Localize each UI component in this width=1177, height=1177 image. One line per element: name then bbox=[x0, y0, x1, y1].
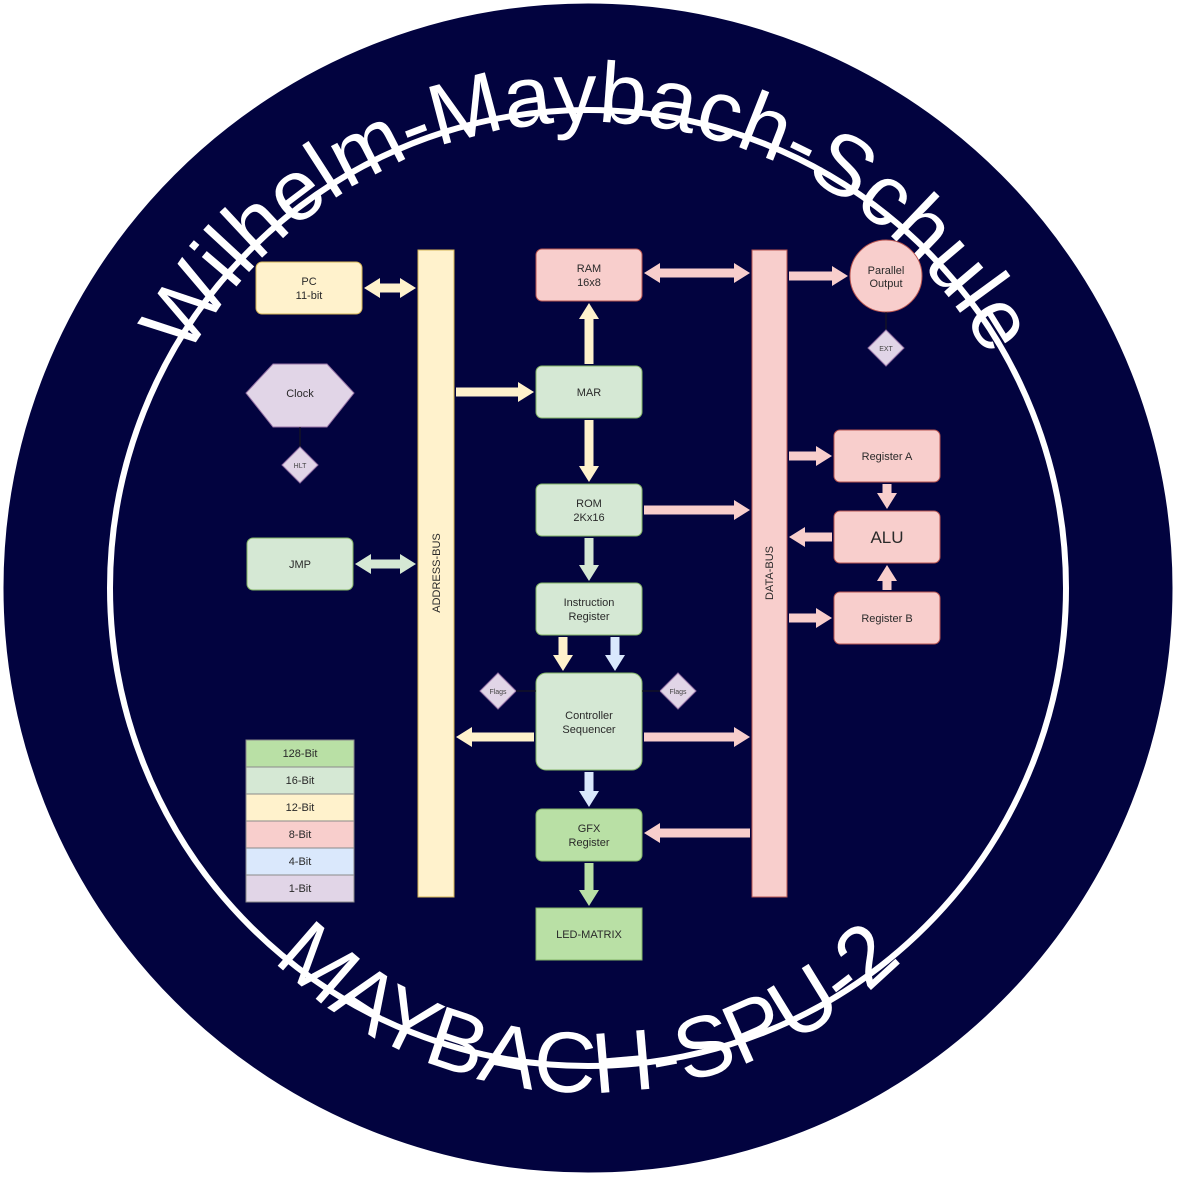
legend-item: 12-Bit bbox=[245, 793, 355, 822]
pc-label: PC bbox=[301, 276, 316, 288]
connection-arrows bbox=[355, 263, 897, 906]
instruction-register-block: Instruction Register bbox=[535, 582, 643, 636]
hlt-signal: HLT bbox=[281, 446, 319, 484]
ram-label: RAM bbox=[577, 263, 601, 275]
legend-item: 1-Bit bbox=[245, 874, 355, 903]
alu-label: ALU bbox=[870, 528, 903, 547]
data-bus-label: DATA-BUS bbox=[764, 546, 776, 600]
legend-label: 8-Bit bbox=[289, 829, 312, 841]
parallel-output-line2: Output bbox=[869, 278, 902, 290]
rom-size-label: 2Kx16 bbox=[573, 512, 604, 524]
rom-label: ROM bbox=[576, 498, 602, 510]
register-a-label: Register A bbox=[862, 451, 913, 463]
legend-item: 128-Bit bbox=[245, 739, 355, 768]
controller-gfx-arrow bbox=[579, 772, 599, 807]
legend-item: 8-Bit bbox=[245, 820, 355, 849]
gfx-led-arrow bbox=[579, 863, 599, 906]
ram-data-bus-arrow bbox=[644, 263, 750, 283]
address-bus-mar-arrow bbox=[456, 382, 534, 402]
data-bus-gfx-arrow bbox=[644, 823, 750, 843]
controller-data-bus-arrow bbox=[644, 727, 750, 747]
legend-item: 4-Bit bbox=[245, 847, 355, 876]
rom-block: ROM 2Kx16 bbox=[535, 483, 643, 537]
flags-left-label: Flags bbox=[489, 689, 507, 696]
bit-width-legend: 128-Bit 16-Bit 12-Bit 8-Bit 4-Bit 1-Bit bbox=[245, 739, 355, 903]
clock-label: Clock bbox=[286, 388, 314, 400]
flags-right-label: Flags bbox=[669, 689, 687, 696]
legend-swatch bbox=[245, 874, 355, 903]
ram-size-label: 16x8 bbox=[577, 277, 601, 289]
jmp-label: JMP bbox=[289, 559, 311, 571]
address-bus: ADDRESS-BUS bbox=[417, 249, 455, 898]
legend-label: 12-Bit bbox=[286, 802, 315, 814]
ram-block: RAM 16x8 bbox=[535, 248, 643, 302]
legend-swatch bbox=[245, 793, 355, 822]
legend-label: 1-Bit bbox=[289, 883, 312, 895]
hlt-label: HLT bbox=[294, 463, 307, 470]
register-b-alu-arrow bbox=[877, 565, 897, 590]
legend-swatch bbox=[245, 847, 355, 876]
controller-address-bus-arrow bbox=[456, 727, 534, 747]
led-matrix-label: LED-MATRIX bbox=[556, 929, 622, 941]
mar-block: MAR bbox=[535, 365, 643, 419]
legend-label: 4-Bit bbox=[289, 856, 312, 868]
register-a-block: Register A bbox=[833, 429, 941, 483]
rom-data-bus-arrow bbox=[644, 500, 750, 520]
ir-label-line2: Register bbox=[569, 611, 610, 623]
parallel-output-line1: Parallel bbox=[868, 265, 905, 277]
alu-block: ALU bbox=[833, 510, 941, 564]
controller-label-line2: Sequencer bbox=[562, 724, 616, 736]
controller-label-line1: Controller bbox=[565, 710, 613, 722]
pc-width-label: 11-bit bbox=[296, 290, 323, 302]
ir-label-line1: Instruction bbox=[564, 597, 615, 609]
parallel-output-block: Parallel Output bbox=[849, 239, 923, 313]
gfx-register-block: GFX Register bbox=[535, 808, 643, 862]
legend-label: 128-Bit bbox=[283, 748, 318, 760]
jmp-block: JMP bbox=[246, 537, 354, 591]
alu-data-bus-arrow bbox=[789, 527, 832, 547]
controller-sequencer-block: Controller Sequencer bbox=[535, 672, 643, 771]
ext-signal: EXT bbox=[867, 329, 905, 367]
ext-label: EXT bbox=[879, 346, 893, 353]
register-b-label: Register B bbox=[861, 613, 912, 625]
rom-ir-arrow bbox=[579, 538, 599, 581]
data-bus-register-a-arrow bbox=[789, 446, 832, 466]
mar-label: MAR bbox=[577, 387, 602, 399]
data-bus-register-b-arrow bbox=[789, 608, 832, 628]
jmp-address-bus-arrow bbox=[355, 554, 416, 574]
pc-block: PC 11-bit bbox=[255, 261, 363, 315]
ir-controller-4bit-arrow bbox=[605, 637, 625, 671]
led-matrix-block: LED-MATRIX bbox=[535, 907, 643, 961]
flags-right-signal: Flags bbox=[659, 672, 697, 710]
address-bus-label: ADDRESS-BUS bbox=[431, 533, 443, 612]
ir-controller-12bit-arrow bbox=[553, 637, 573, 671]
register-b-block: Register B bbox=[833, 591, 941, 645]
clock-block: Clock bbox=[245, 363, 355, 428]
pc-address-bus-arrow bbox=[364, 278, 416, 298]
gfx-label-line2: Register bbox=[569, 837, 610, 849]
flags-left-signal: Flags bbox=[479, 672, 517, 710]
legend-item: 16-Bit bbox=[245, 766, 355, 795]
data-bus-parallel-arrow bbox=[789, 266, 848, 286]
mar-rom-arrow bbox=[579, 420, 599, 482]
mar-ram-arrow bbox=[579, 303, 599, 364]
gfx-label-line1: GFX bbox=[578, 823, 601, 835]
data-bus: DATA-BUS bbox=[751, 249, 788, 898]
register-a-alu-arrow bbox=[877, 484, 897, 509]
legend-label: 16-Bit bbox=[286, 775, 315, 787]
